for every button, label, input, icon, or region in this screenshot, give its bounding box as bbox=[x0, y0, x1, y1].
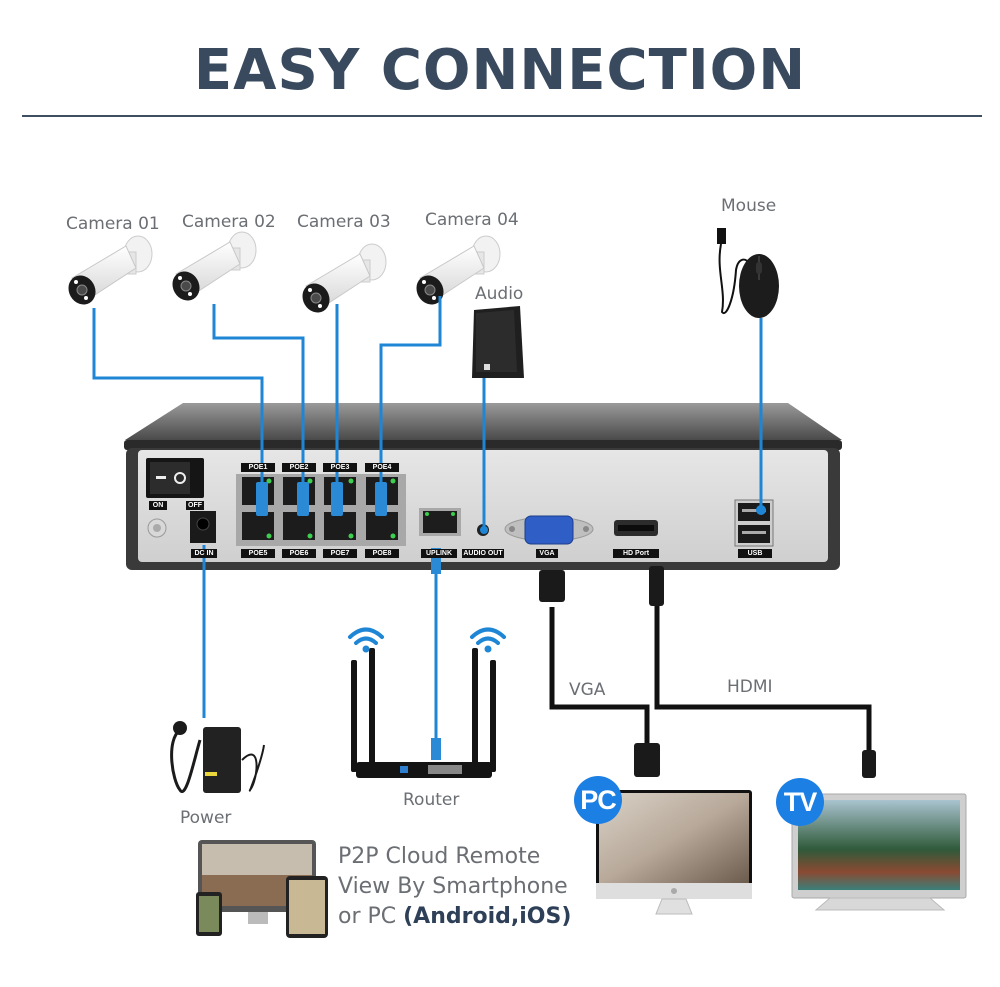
camera-cable-plug-2 bbox=[297, 482, 309, 516]
audio-speaker-icon bbox=[472, 306, 524, 378]
uplink-cable-plug bbox=[431, 548, 441, 574]
poe7-label: POE7 bbox=[323, 549, 357, 558]
remote-platforms: (Android,iOS) bbox=[403, 904, 572, 929]
hdmi-plug-bottom bbox=[862, 750, 876, 778]
camera-04-icon bbox=[416, 235, 501, 305]
camera-cable-plug-4 bbox=[375, 482, 387, 516]
hd-port-label: HD Port bbox=[613, 549, 659, 558]
poe5-label: POE5 bbox=[241, 549, 275, 558]
pc-monitor-icon bbox=[596, 790, 752, 915]
remote-line-3-prefix: or PC bbox=[338, 904, 404, 929]
camera-01-cable bbox=[92, 308, 264, 490]
hdmi-plug-top bbox=[649, 566, 664, 606]
poe2-label: POE2 bbox=[282, 463, 316, 472]
poe8-label: POE8 bbox=[365, 549, 399, 558]
camera-02-icon bbox=[172, 231, 257, 301]
tv-badge: TV bbox=[776, 778, 824, 826]
camera-cable-plug-1 bbox=[256, 482, 268, 516]
vga-label: VGA bbox=[536, 549, 558, 558]
wifi-icons bbox=[348, 627, 506, 645]
power-adapter-icon bbox=[170, 721, 265, 794]
camera-01-icon bbox=[68, 235, 153, 305]
router-cable-plug bbox=[431, 738, 441, 760]
dc-in-label: DC IN bbox=[191, 549, 217, 558]
camera-cable-plug-3 bbox=[331, 482, 343, 516]
uplink-port bbox=[423, 511, 457, 533]
remote-line-2: View By Smartphone bbox=[338, 874, 568, 899]
video-cables bbox=[549, 605, 872, 752]
vga-cable bbox=[549, 607, 650, 745]
page-title: EASY CONNECTION bbox=[193, 38, 807, 103]
uplink-label: UPLINK bbox=[421, 549, 457, 558]
remote-view-text: P2P Cloud Remote View By Smartphone or P… bbox=[338, 842, 571, 932]
camera-04-cable bbox=[379, 296, 442, 490]
vga-plug-bottom bbox=[634, 743, 660, 777]
camera-03-icon bbox=[302, 243, 387, 313]
poe4-label: POE4 bbox=[365, 463, 399, 472]
switch-off-label: OFF bbox=[186, 501, 204, 510]
remote-devices-icon bbox=[196, 840, 328, 938]
audio-label: Audio bbox=[475, 284, 524, 304]
title-divider bbox=[22, 115, 982, 117]
camera-02-label: Camera 02 bbox=[182, 212, 276, 232]
vga-plug-top bbox=[539, 570, 565, 602]
vga-port bbox=[524, 515, 574, 545]
hdmi-cable-label: HDMI bbox=[727, 677, 773, 697]
mouse-label: Mouse bbox=[721, 196, 777, 216]
switch-on-label: ON bbox=[149, 501, 167, 510]
router-icon bbox=[351, 648, 496, 778]
network-cables bbox=[92, 296, 763, 755]
camera-01-label: Camera 01 bbox=[66, 214, 160, 234]
tv-icon bbox=[791, 793, 967, 911]
vga-cable-label: VGA bbox=[569, 680, 606, 700]
remote-line-3: or PC (Android,iOS) bbox=[338, 902, 571, 932]
audio-out-label: AUDIO OUT bbox=[462, 549, 504, 558]
camera-04-label: Camera 04 bbox=[425, 210, 519, 230]
camera-02-cable bbox=[212, 304, 305, 490]
pc-badge: PC bbox=[574, 776, 622, 824]
poe1-label: POE1 bbox=[241, 463, 275, 472]
power-label: Power bbox=[180, 808, 232, 828]
usb-label: USB bbox=[738, 549, 772, 558]
poe6-label: POE6 bbox=[282, 549, 316, 558]
router-label: Router bbox=[403, 790, 460, 810]
hdmi-cable bbox=[654, 605, 872, 752]
mouse-icon bbox=[717, 228, 779, 318]
remote-line-1: P2P Cloud Remote bbox=[338, 844, 541, 869]
poe3-label: POE3 bbox=[323, 463, 357, 472]
camera-03-label: Camera 03 bbox=[297, 212, 391, 232]
